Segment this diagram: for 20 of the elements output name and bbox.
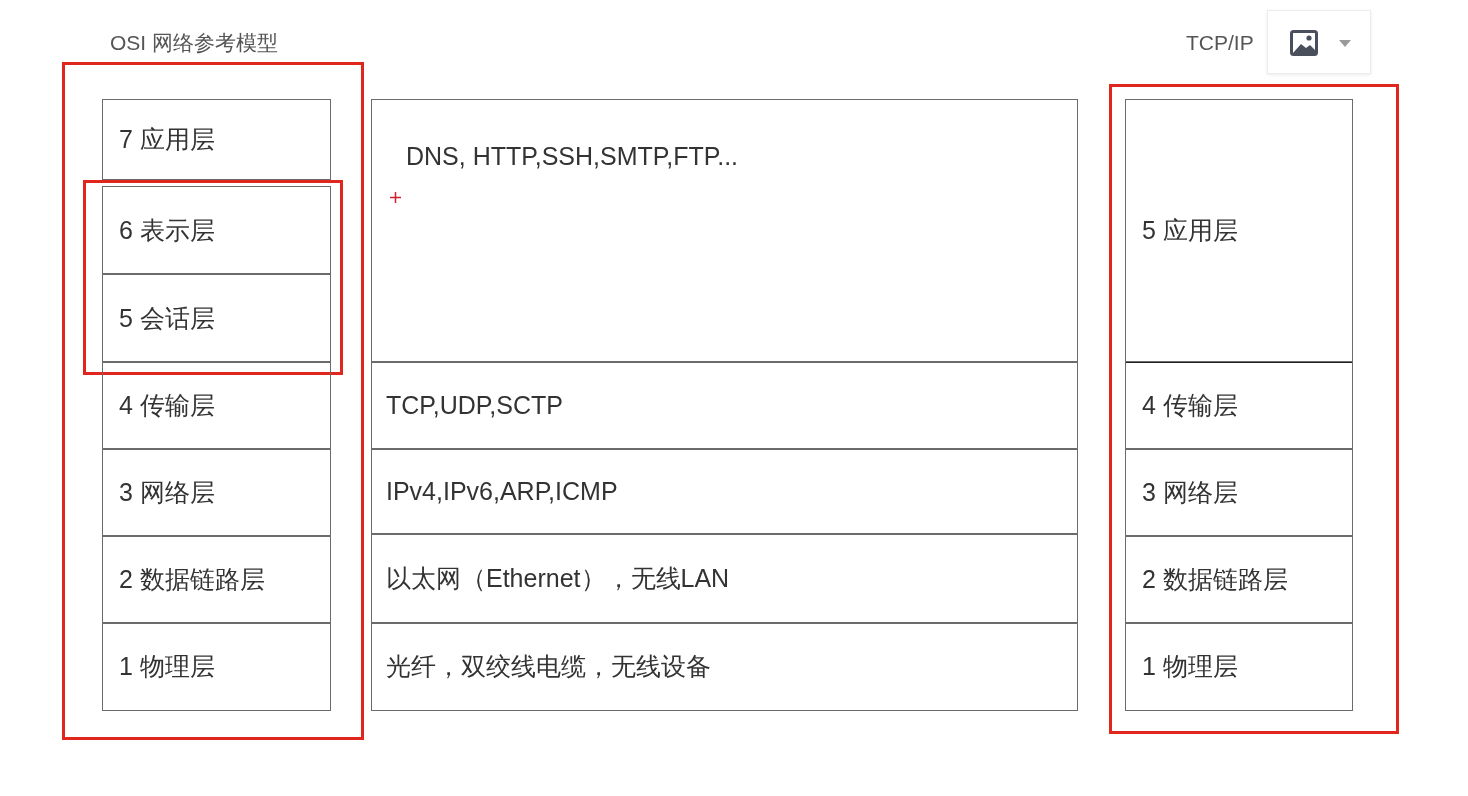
layer-box: 1 物理层 [1125,622,1353,711]
layer-box: 4 传输层 [1125,361,1353,450]
highlight-frame [83,180,343,375]
layer-box: 3 网络层 [102,448,331,537]
layer-box: 4 传输层 [102,361,331,450]
layer-box: 3 网络层 [1125,448,1353,537]
column-heading: OSI 网络参考模型 [110,30,278,56]
protocol-box: TCP,UDP,SCTP [371,361,1078,450]
layer-box: 2 数据链路层 [1125,535,1353,624]
layer-box: 7 应用层 [102,99,331,180]
protocol-box: 光纤，双绞线电缆，无线设备 [371,622,1078,711]
layer-box: 6 表示层 [102,186,331,275]
protocol-box: IPv4,IPv6,ARP,ICMP [371,448,1078,535]
layer-box: 2 数据链路层 [102,535,331,624]
protocol-box: DNS, HTTP,SSH,SMTP,FTP... [371,99,1078,363]
layer-box: 5 会话层 [102,273,331,363]
column-heading: TCP/IP [1186,30,1254,56]
layer-box: 1 物理层 [102,622,331,711]
protocol-box: 以太网（Ethernet），无线LAN [371,533,1078,624]
layer-box: 5 应用层 [1125,99,1353,363]
